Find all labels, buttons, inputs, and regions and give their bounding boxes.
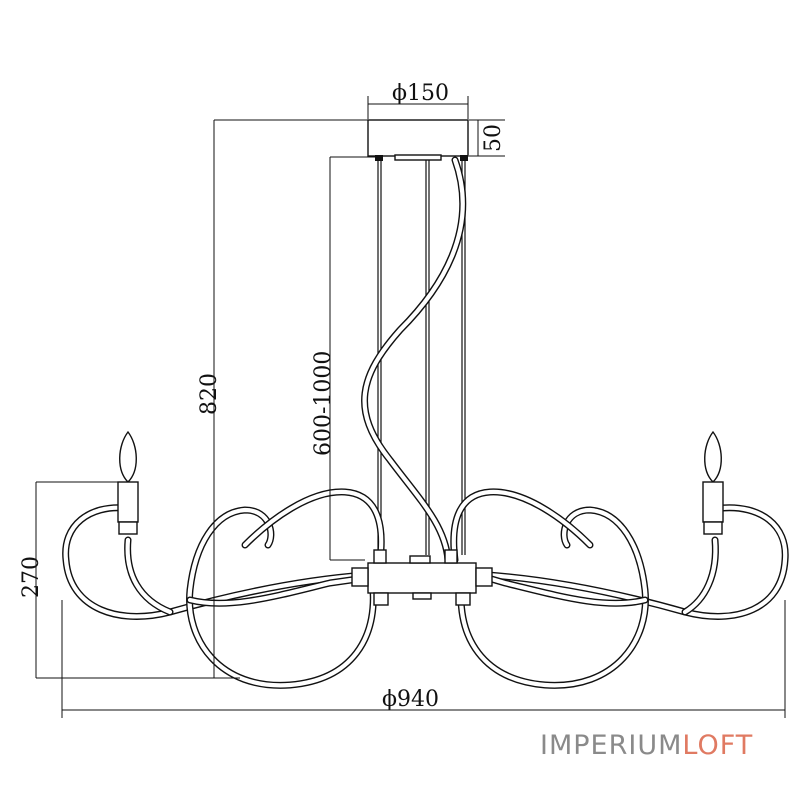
brand-logo: IMPERIUMLOFT: [540, 730, 753, 761]
brand-logo-part2: LOFT: [682, 730, 754, 761]
dim-label-canopy-height: 50: [481, 124, 506, 152]
dimension-total-diameter: ϕ940: [61, 600, 786, 718]
brand-logo-part1: IMPERIUM: [540, 730, 683, 761]
mounting-plate: [394, 154, 442, 161]
right-candle: [702, 430, 724, 535]
dim-label-suspension-range: 600-1000: [311, 351, 336, 456]
dimension-suspension-range: 600-1000: [311, 156, 378, 561]
dim-label-total-height: 820: [197, 373, 222, 415]
ceiling-canopy: [367, 119, 469, 157]
dim-label-total-diameter: ϕ940: [382, 687, 439, 712]
dimension-canopy-height: 50: [469, 119, 506, 157]
dim-label-canopy-diameter: ϕ150: [392, 81, 449, 106]
dimension-total-height: 820: [197, 119, 368, 679]
dimension-body-height: 270: [19, 481, 214, 679]
central-hub: [351, 549, 493, 606]
left-candle: [117, 430, 139, 535]
chandelier-arms: [62, 488, 789, 689]
dim-label-body-height: 270: [19, 556, 44, 598]
dimension-canopy-diameter: ϕ150: [367, 81, 469, 119]
suspension-cables: [361, 156, 467, 564]
